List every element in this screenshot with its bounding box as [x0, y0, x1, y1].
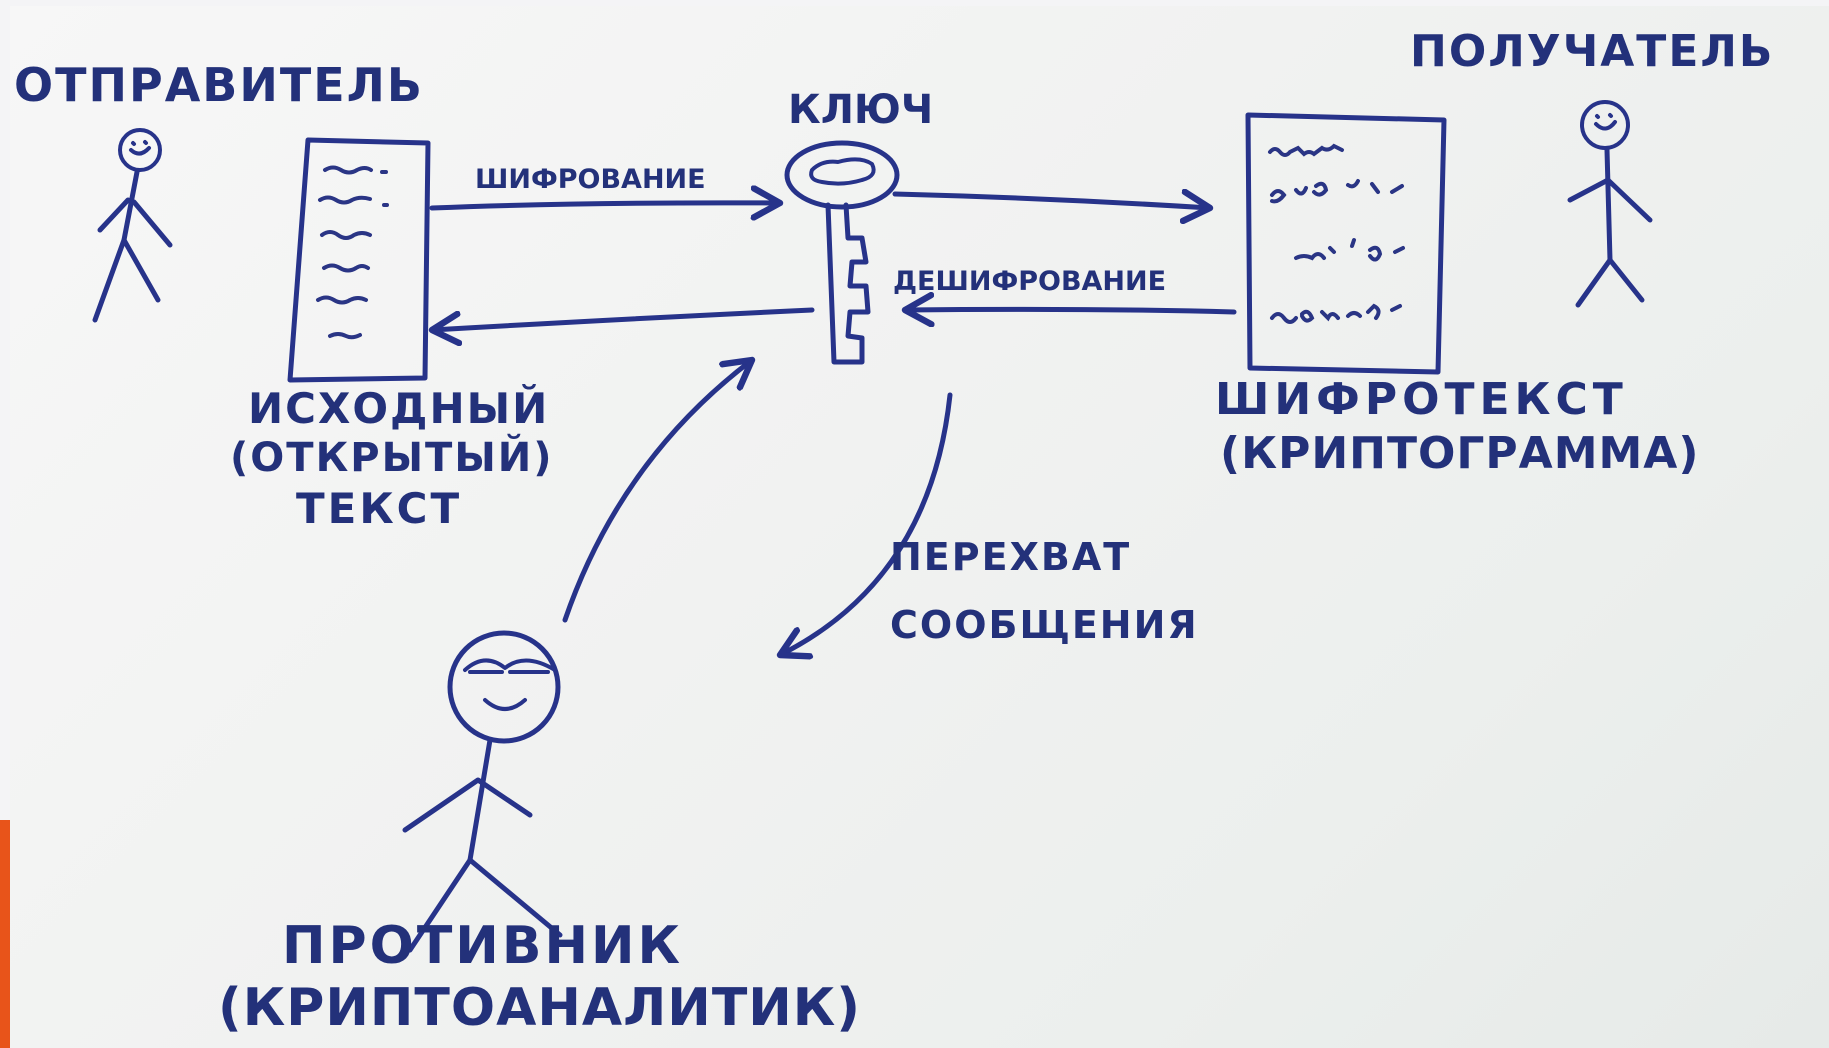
plaintext-label-line3: текст [296, 484, 463, 533]
encryption-arrow-to-ciphertext [892, 194, 1210, 208]
decryption-label: дешифрование [893, 266, 1167, 297]
decryption-arrow-to-plaintext [432, 307, 815, 330]
ciphertext-label-line1: шифротекст [1215, 374, 1628, 425]
cryptanalysis-arrow [562, 360, 752, 623]
plaintext-label-line1: исходный [248, 384, 550, 433]
encryption-arrow [429, 203, 780, 208]
sender-label: отправитель [14, 58, 424, 112]
whiteboard-paper [10, 6, 1829, 1048]
receiver-figure [1567, 100, 1653, 308]
receiver-label: получатель [1410, 26, 1775, 77]
adversary-label: противник [282, 916, 684, 976]
ciphertext-document [1245, 112, 1447, 375]
adversary-figure [402, 630, 563, 953]
sender-figure [92, 128, 173, 323]
decryption-arrow [905, 309, 1237, 312]
interception-label-line1: перехват [890, 535, 1132, 579]
interception-label-line2: сообщения [890, 603, 1199, 647]
key-label: ключ [788, 87, 934, 133]
accent-bar [0, 820, 10, 1048]
encryption-label: шифрование [475, 164, 706, 195]
plaintext-document [287, 137, 431, 383]
plaintext-label-line2: (открытый) [230, 435, 554, 481]
ciphertext-label-line2: (криптограмма) [1220, 428, 1700, 479]
interception-arrow [780, 392, 953, 655]
key-icon [784, 140, 900, 365]
adversary-role-label: (криптоаналитик) [218, 978, 862, 1038]
